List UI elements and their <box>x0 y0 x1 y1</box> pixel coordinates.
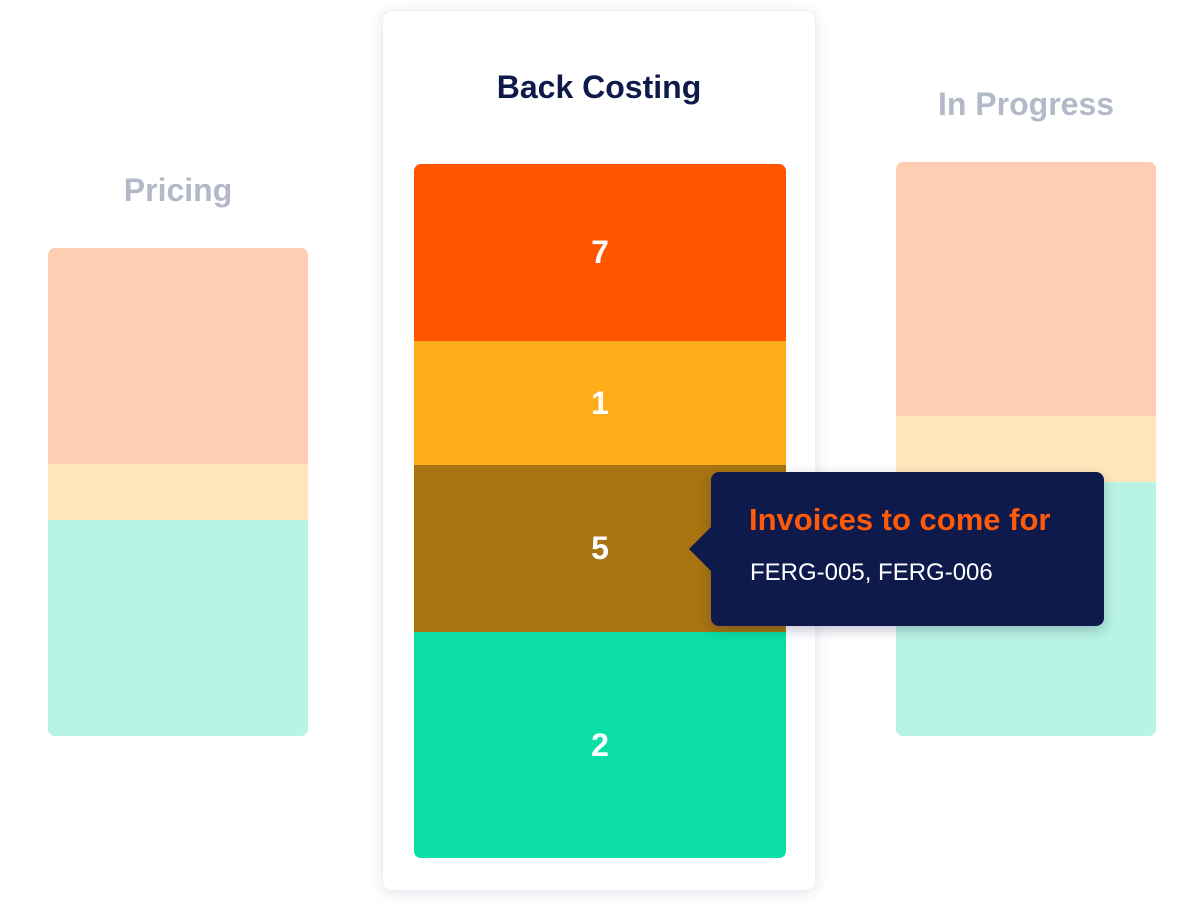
in-progress-segment-2[interactable] <box>896 416 1156 482</box>
pricing-segment-3[interactable] <box>48 520 308 736</box>
pricing-column-label: Pricing <box>123 172 233 208</box>
segment-value: 2 <box>591 726 609 763</box>
back-costing-segment-4[interactable]: 2 <box>414 632 786 858</box>
back-costing-segment-2[interactable]: 1 <box>414 341 786 465</box>
tooltip-arrow-icon <box>689 527 711 571</box>
in-progress-stack[interactable] <box>896 162 1156 736</box>
in-progress-segment-1[interactable] <box>896 162 1156 416</box>
pricing-segment-1[interactable] <box>48 248 308 464</box>
segment-value: 5 <box>591 530 609 566</box>
segment-value: 7 <box>591 234 609 270</box>
back-costing-segment-1[interactable]: 7 <box>414 164 786 341</box>
back-costing-title: Back Costing <box>496 69 702 105</box>
pricing-stack[interactable] <box>48 248 308 736</box>
segment-value: 1 <box>591 384 609 421</box>
segment-tooltip: Invoices to come for FERG-005, FERG-006 <box>689 472 1104 626</box>
in-progress-column-label: In Progress <box>937 86 1115 122</box>
tooltip-body: FERG-005, FERG-006 <box>750 559 993 586</box>
back-costing-card: Back Costing 7 1 5 2 <box>382 10 816 891</box>
pricing-segment-2[interactable] <box>48 464 308 520</box>
tooltip-title: Invoices to come for <box>749 502 1051 537</box>
